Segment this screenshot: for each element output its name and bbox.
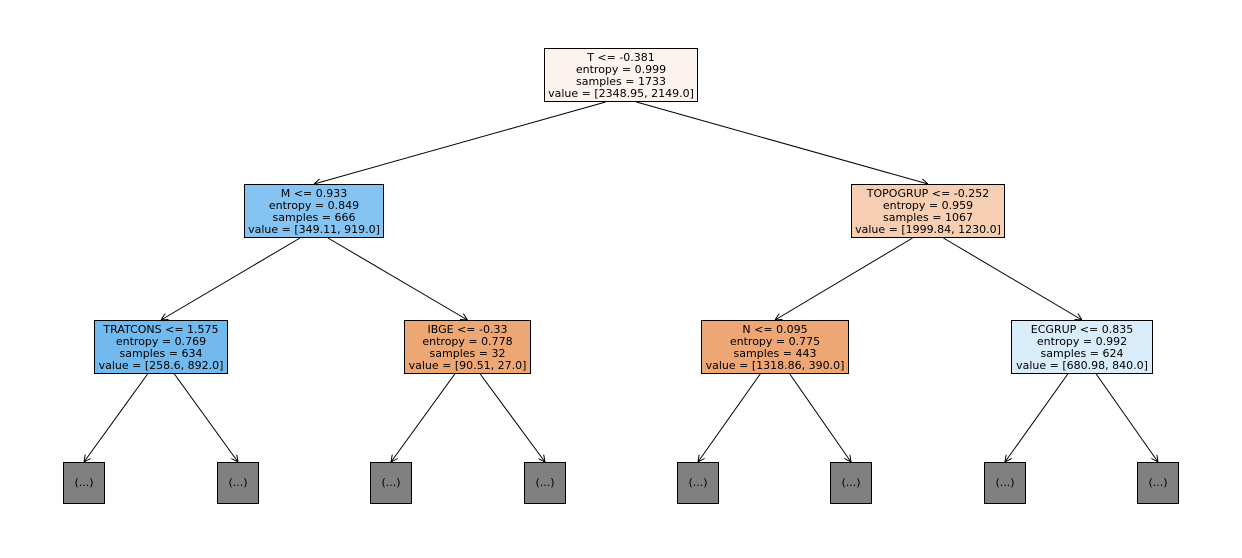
tree-node-ecgrup: ECGRUP <= 0.835 entropy = 0.992 samples … bbox=[1011, 320, 1153, 374]
tree-edge-n4-t3 bbox=[391, 373, 456, 462]
node-value-label: value = [349.11, 919.0] bbox=[248, 223, 380, 236]
tree-node-m: M <= 0.933 entropy = 0.849 samples = 666… bbox=[244, 184, 384, 238]
truncated-node: (...) bbox=[524, 462, 566, 504]
node-entropy-label: entropy = 0.992 bbox=[1036, 335, 1128, 348]
tree-edge-n6-t7 bbox=[1005, 373, 1069, 462]
node-value-label: value = [258.6, 892.0] bbox=[98, 359, 224, 372]
tree-node-ibge: IBGE <= -0.33 entropy = 0.778 samples = … bbox=[404, 320, 531, 374]
tree-node-root: T <= -0.381 entropy = 0.999 samples = 17… bbox=[544, 48, 698, 102]
node-samples-label: samples = 32 bbox=[429, 347, 506, 360]
node-samples-label: samples = 666 bbox=[272, 211, 356, 224]
tree-node-n: N <= 0.095 entropy = 0.775 samples = 443… bbox=[701, 320, 849, 374]
node-entropy-label: entropy = 0.775 bbox=[729, 335, 821, 348]
tree-edge-n3-t1 bbox=[84, 373, 149, 462]
node-split-label: TRATCONS <= 1.575 bbox=[103, 323, 219, 336]
tree-edge-n2-n6 bbox=[943, 237, 1082, 320]
node-samples-label: samples = 443 bbox=[733, 347, 817, 360]
tree-node-tratcons: TRATCONS <= 1.575 entropy = 0.769 sample… bbox=[94, 320, 228, 374]
node-value-label: value = [2348.95, 2149.0] bbox=[548, 87, 694, 100]
truncated-node: (...) bbox=[830, 462, 872, 504]
tree-edge-n5-t6 bbox=[789, 373, 851, 462]
tree-edge-n2-n5 bbox=[775, 237, 913, 320]
truncated-node: (...) bbox=[677, 462, 719, 504]
tree-edge-n1-n4 bbox=[327, 237, 468, 320]
node-entropy-label: entropy = 0.849 bbox=[268, 199, 360, 212]
node-value-label: value = [1999.84, 1230.0] bbox=[855, 223, 1001, 236]
node-split-label: IBGE <= -0.33 bbox=[427, 323, 508, 336]
node-split-label: M <= 0.933 bbox=[280, 187, 348, 200]
node-split-label: TOPOGRUP <= -0.252 bbox=[866, 187, 990, 200]
node-samples-label: samples = 624 bbox=[1040, 347, 1124, 360]
tree-edge-n5-t5 bbox=[698, 373, 761, 462]
tree-edge-n1-n3 bbox=[161, 237, 301, 320]
node-value-label: value = [680.98, 840.0] bbox=[1016, 359, 1148, 372]
node-entropy-label: entropy = 0.778 bbox=[422, 335, 513, 348]
node-entropy-label: entropy = 0.769 bbox=[115, 335, 207, 348]
node-samples-label: samples = 1067 bbox=[883, 211, 973, 224]
truncated-node: (...) bbox=[217, 462, 259, 504]
node-entropy-label: entropy = 0.959 bbox=[882, 199, 974, 212]
node-value-label: value = [1318.86, 390.0] bbox=[705, 359, 845, 372]
truncated-node: (...) bbox=[370, 462, 412, 504]
node-samples-label: samples = 634 bbox=[119, 347, 203, 360]
tree-edge-n0-n1 bbox=[314, 101, 606, 184]
tree-edge-n6-t8 bbox=[1095, 373, 1158, 462]
tree-edge-n0-n2 bbox=[636, 101, 928, 184]
tree-node-topogrup: TOPOGRUP <= -0.252 entropy = 0.959 sampl… bbox=[851, 184, 1005, 238]
node-samples-label: samples = 1733 bbox=[576, 75, 666, 88]
tree-edge-n4-t4 bbox=[479, 373, 545, 462]
node-split-label: T <= -0.381 bbox=[587, 51, 655, 64]
tree-edge-n3-t2 bbox=[173, 373, 238, 462]
truncated-node: (...) bbox=[63, 462, 105, 504]
truncated-node: (...) bbox=[1137, 462, 1179, 504]
node-entropy-label: entropy = 0.999 bbox=[575, 63, 667, 76]
truncated-node: (...) bbox=[984, 462, 1026, 504]
node-split-label: N <= 0.095 bbox=[742, 323, 808, 336]
node-split-label: ECGRUP <= 0.835 bbox=[1030, 323, 1134, 336]
node-value-label: value = [90.51, 27.0] bbox=[408, 359, 527, 372]
